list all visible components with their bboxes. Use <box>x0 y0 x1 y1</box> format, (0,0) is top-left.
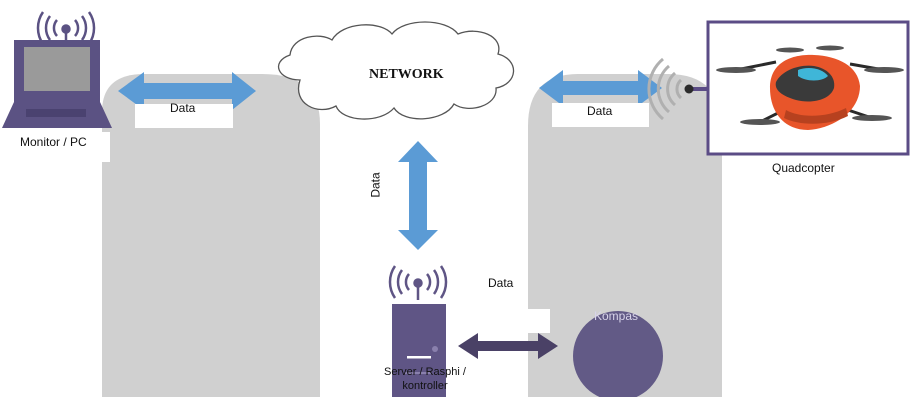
network-quad-label-box <box>552 103 649 127</box>
laptop-icon <box>2 40 112 128</box>
right-panel <box>528 74 722 397</box>
kompas-circle <box>573 311 663 397</box>
monitor-label-box <box>18 132 110 162</box>
server-kompas-label-box <box>498 309 550 333</box>
pc-network-arrow <box>118 72 256 110</box>
network-quad-arrow <box>539 70 662 106</box>
kompas-label: Kompas <box>594 309 639 323</box>
quadcopter-signal-icon <box>647 57 708 121</box>
server-icon <box>392 304 446 397</box>
left-panel <box>102 74 320 397</box>
server-kompas-arrow <box>458 333 558 359</box>
network-quad-data-label: Data <box>587 104 613 118</box>
network-server-arrow <box>398 141 438 250</box>
quadcopter-label: Quadcopter <box>772 161 835 175</box>
network-server-data-label: Data <box>368 172 383 198</box>
server-signal-icon <box>388 265 448 300</box>
network-cloud <box>277 21 515 120</box>
server-kompas-data-label: Data <box>488 276 514 290</box>
server-label: Server / Rasphi / kontroller <box>384 366 466 392</box>
quadcopter-icon <box>716 45 904 130</box>
monitor-label: Monitor / PC <box>20 135 87 149</box>
pc-network-label-box <box>135 104 233 128</box>
laptop-signal-icon <box>36 11 96 45</box>
network-label: NETWORK <box>369 67 444 82</box>
pc-network-data-label: Data <box>170 101 196 115</box>
